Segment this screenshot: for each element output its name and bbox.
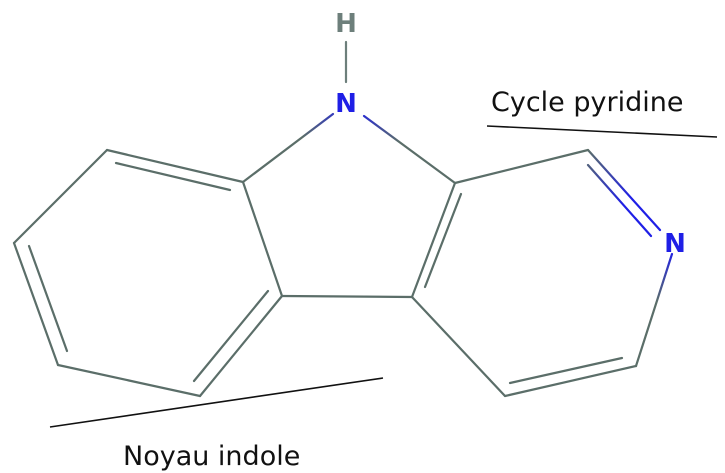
bond-c3p-c4p: [503, 364, 638, 398]
bond-c3-c4: [56, 363, 202, 398]
bond-c3p-c4p-inner: [508, 356, 624, 385]
bond-c4-c4a: [198, 294, 284, 398]
bond-c9a-c1-inner: [114, 161, 232, 192]
atom-nitrogen-pyrrole: N: [335, 89, 357, 119]
bond-n2-c3p: [634, 252, 674, 368]
indole-label-line: [49, 377, 384, 428]
bond-c4a-c9a: [241, 180, 284, 298]
bond-c4b-c8a-inner: [423, 192, 463, 289]
bond-c4a-c4b: [280, 294, 414, 299]
atom-hydrogen: H: [335, 9, 357, 39]
bond-c9a-c1: [105, 148, 245, 184]
pyridine-label-line: [486, 125, 718, 138]
bond-c2-c3: [12, 241, 60, 367]
bond-c4-c4a-inner: [192, 289, 270, 383]
bond-n9-c8a: [362, 114, 457, 185]
pyridine-ring-label: Cycle pyridine: [491, 87, 683, 118]
bond-c1p-n2: [586, 148, 662, 232]
bond-c4b-c8a: [410, 181, 457, 299]
bond-c1p-n2-inner: [586, 163, 653, 238]
bond-c1-c2: [12, 148, 109, 245]
bond-n9-c9a: [241, 112, 335, 184]
bond-c4p-c4b: [410, 295, 507, 398]
indole-core-label: Noyau indole: [123, 441, 300, 472]
bond-c8a-c1p: [453, 148, 590, 185]
bond-c2-c3-inner: [27, 244, 69, 353]
atom-nitrogen-pyridine: N: [664, 229, 686, 259]
